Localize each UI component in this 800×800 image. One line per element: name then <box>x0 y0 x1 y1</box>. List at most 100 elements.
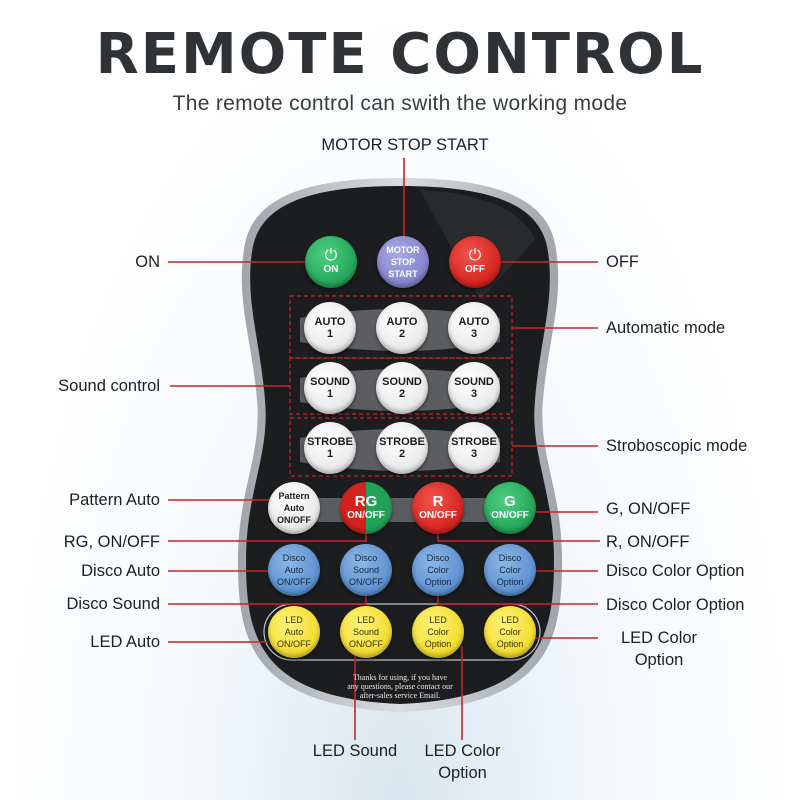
off-button[interactable]: ⏻ OFF <box>449 236 501 288</box>
remote-footer-note: Thanks for using, if you have any questi… <box>330 673 470 700</box>
label-sound-control: Sound control <box>58 377 160 395</box>
led-color-option-button-1[interactable]: LED Color Option <box>412 606 464 658</box>
led-color-1-line2: Color <box>427 627 449 637</box>
strobe-1-line2: 1 <box>326 448 334 460</box>
label-led-auto: LED Auto <box>90 633 160 651</box>
color-row-band <box>295 498 505 522</box>
label-stroboscopic-mode: Stroboscopic mode <box>606 437 748 455</box>
led-auto-line2: Auto <box>284 627 304 637</box>
label-disco-auto: Disco Auto <box>81 562 160 580</box>
label-off: OFF <box>606 253 639 271</box>
label-pattern-auto: Pattern Auto <box>69 491 160 509</box>
page-subtitle: The remote control can swith the working… <box>172 92 628 115</box>
disco-color-1-line1: Disco <box>426 553 450 563</box>
disco-sound-button[interactable]: Disco Sound ON/OFF <box>340 544 392 596</box>
auto-2-button[interactable]: AUTO 2 <box>376 302 428 354</box>
footer-note-line2: any questions, please contact our <box>347 682 453 691</box>
disco-auto-line2: Auto <box>284 565 304 575</box>
strobe-1-button[interactable]: STROBE 1 <box>304 422 356 474</box>
auto-3-button[interactable]: AUTO 3 <box>448 302 500 354</box>
power-icon: ⏻ <box>468 247 482 264</box>
label-rg-onoff: RG, ON/OFF <box>63 533 160 551</box>
rg-line2: ON/OFF <box>347 510 385 521</box>
sound-3-line1: SOUND <box>454 376 494 388</box>
motor-button-line1: MOTOR <box>386 245 420 255</box>
led-color-2-line2: Color <box>499 627 521 637</box>
g-onoff-button[interactable]: G ON/OFF <box>484 482 536 534</box>
led-sound-line2: Sound <box>352 627 380 637</box>
disco-color-1-line3: Option <box>424 577 452 587</box>
auto-1-line2: 1 <box>326 328 334 340</box>
pattern-line2: Auto <box>283 503 305 513</box>
motor-stop-start-button[interactable]: MOTOR STOP START <box>377 236 429 288</box>
sound-2-line1: SOUND <box>382 376 422 388</box>
label-led-color-option-right-line2: Option <box>634 651 684 669</box>
g-line2: ON/OFF <box>491 510 529 521</box>
pattern-auto-button[interactable]: Pattern Auto ON/OFF <box>268 482 320 534</box>
led-auto-button[interactable]: LED Auto ON/OFF <box>268 606 320 658</box>
disco-sound-line1: Disco <box>354 553 378 563</box>
r-onoff-button[interactable]: R ON/OFF <box>412 482 464 534</box>
label-automatic-mode: Automatic mode <box>606 319 726 337</box>
strobe-2-button[interactable]: STROBE 2 <box>376 422 428 474</box>
sound-3-line2: 3 <box>470 388 478 400</box>
strobe-2-line1: STROBE <box>379 436 425 448</box>
led-sound-line3: ON/OFF <box>349 639 383 649</box>
auto-1-button[interactable]: AUTO 1 <box>304 302 356 354</box>
sound-2-line2: 2 <box>398 388 406 400</box>
led-row-outline <box>263 603 541 661</box>
disco-color-2-line1: Disco <box>498 553 522 563</box>
led-auto-line1: LED <box>285 615 303 625</box>
sound-2-button[interactable]: SOUND 2 <box>376 362 428 414</box>
pattern-line3: ON/OFF <box>277 515 311 525</box>
disco-color-option-button-2[interactable]: Disco Color Option <box>484 544 536 596</box>
strobe-3-button[interactable]: STROBE 3 <box>448 422 500 474</box>
label-disco-color-option-2: Disco Color Option <box>606 596 745 614</box>
on-button-label: ON <box>323 264 339 275</box>
label-led-color-option-right: LED Color Option <box>604 627 714 671</box>
disco-auto-button[interactable]: Disco Auto ON/OFF <box>268 544 320 596</box>
label-r-onoff: R, ON/OFF <box>606 533 690 551</box>
led-auto-line3: ON/OFF <box>277 639 311 649</box>
disco-auto-line1: Disco <box>282 553 306 563</box>
rg-line1: RG <box>354 493 378 510</box>
disco-sound-line2: Sound <box>352 565 380 575</box>
auto-2-line1: AUTO <box>386 316 418 328</box>
strobe-3-line2: 3 <box>470 448 478 460</box>
led-sound-line1: LED <box>357 615 375 625</box>
label-disco-color-option-1: Disco Color Option <box>606 562 745 580</box>
disco-auto-line3: ON/OFF <box>277 577 311 587</box>
auto-1-line1: AUTO <box>314 316 346 328</box>
disco-sound-line3: ON/OFF <box>349 577 383 587</box>
footer-note-line3: after-sales service Email. <box>359 691 441 700</box>
strobe-1-line1: STROBE <box>307 436 353 448</box>
footer-note-line1: Thanks for using, if you have <box>352 673 448 682</box>
auto-3-line2: 3 <box>470 328 478 340</box>
label-led-sound: LED Sound <box>312 742 398 760</box>
led-sound-button[interactable]: LED Sound ON/OFF <box>340 606 392 658</box>
rg-onoff-button[interactable]: RG ON/OFF <box>340 482 392 534</box>
off-button-label: OFF <box>465 264 485 275</box>
led-color-option-button-2[interactable]: LED Color Option <box>484 606 536 658</box>
automatic-mode-frame <box>289 295 513 359</box>
disco-color-1-line2: Color <box>427 565 449 575</box>
led-color-1-line3: Option <box>424 639 452 649</box>
g-line1: G <box>504 493 516 510</box>
disco-color-option-button-1[interactable]: Disco Color Option <box>412 544 464 596</box>
led-color-1-line1: LED <box>429 615 447 625</box>
strobe-2-line2: 2 <box>398 448 406 460</box>
sound-1-line2: 1 <box>326 388 334 400</box>
sound-3-button[interactable]: SOUND 3 <box>448 362 500 414</box>
label-motor-stop-start: MOTOR STOP START <box>321 136 489 154</box>
label-led-color-option-bottom-line1: LED Color <box>424 742 501 760</box>
on-button[interactable]: ⏻ ON <box>305 236 357 288</box>
auto-3-line1: AUTO <box>458 316 490 328</box>
r-line2: ON/OFF <box>419 510 457 521</box>
led-color-2-line1: LED <box>501 615 519 625</box>
label-g-onoff: G, ON/OFF <box>606 500 691 518</box>
r-line1: R <box>432 493 444 510</box>
label-led-color-option-bottom: LED Color Option <box>405 740 520 784</box>
pattern-line1: Pattern <box>278 491 310 501</box>
sound-1-button[interactable]: SOUND 1 <box>304 362 356 414</box>
label-on: ON <box>135 253 160 271</box>
